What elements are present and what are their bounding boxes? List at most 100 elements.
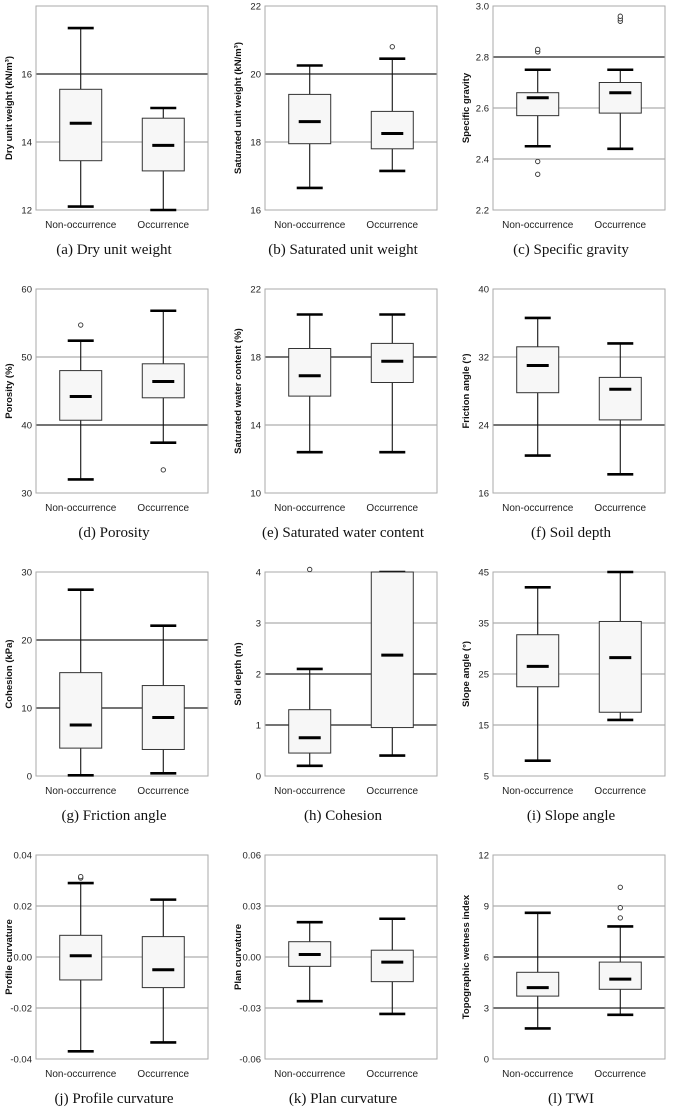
y-tick-label: 2.6 — [476, 104, 489, 115]
outlier-point — [78, 874, 84, 880]
panel-caption: (l) TWI — [548, 1091, 594, 1107]
x-category-label: Occurrence — [594, 503, 646, 514]
box-iqr — [59, 934, 103, 981]
outlier-point — [617, 13, 623, 19]
y-tick-label: 14 — [250, 421, 261, 432]
y-axis-label: Saturated water content (%) — [233, 328, 244, 454]
box-iqr — [59, 672, 103, 749]
plot-frame — [35, 571, 209, 777]
y-axis-label: Specific gravity — [461, 72, 472, 143]
y-tick-label: 0.03 — [243, 902, 262, 913]
x-category-label: Occurrence — [594, 786, 646, 797]
box-iqr — [59, 88, 103, 162]
y-axis-label: Slope angle (°) — [461, 641, 472, 707]
panel-caption: (k) Plan curvature — [288, 1091, 398, 1107]
x-category-label: Non-occurrence — [45, 786, 117, 797]
y-tick-label: 20 — [250, 70, 261, 81]
x-category-label: Non-occurrence — [45, 503, 117, 514]
box-iqr — [370, 571, 414, 729]
x-category-label: Occurrence — [137, 1069, 189, 1080]
y-tick-label: -0.03 — [239, 1004, 261, 1015]
panel-caption: (f) Soil depth — [531, 525, 611, 541]
y-axis-label: Saturated unit weight (kN/m³) — [233, 42, 244, 174]
x-category-label: Occurrence — [594, 1069, 646, 1080]
plot-frame — [264, 571, 438, 777]
panel-caption: (g) Friction angle — [61, 808, 167, 824]
y-tick-label: 15 — [478, 721, 489, 732]
outlier-point — [535, 46, 541, 52]
box-iqr — [370, 110, 414, 150]
y-tick-label: 5 — [484, 772, 489, 783]
plot-frame — [35, 854, 209, 1060]
y-axis-label: Plan curvature — [233, 924, 244, 990]
panel-caption: (h) Cohesion — [304, 808, 382, 824]
box-iqr — [516, 634, 560, 688]
y-tick-label: -0.04 — [10, 1055, 32, 1066]
y-tick-label: 24 — [478, 421, 489, 432]
box-iqr — [516, 92, 560, 117]
plot-frame — [492, 5, 666, 211]
y-tick-label: -0.06 — [239, 1055, 261, 1066]
y-tick-label: 45 — [478, 568, 489, 579]
x-category-label: Occurrence — [366, 503, 418, 514]
x-category-label: Occurrence — [137, 786, 189, 797]
y-tick-label: 0.04 — [14, 851, 33, 862]
panel-caption: (c) Specific gravity — [513, 242, 629, 258]
y-tick-label: 10 — [21, 704, 32, 715]
y-axis-label: Profile curvature — [4, 919, 15, 995]
y-tick-label: 10 — [250, 489, 261, 500]
panel-caption: (d) Porosity — [78, 525, 150, 541]
y-tick-label: 12 — [478, 851, 489, 862]
x-category-label: Occurrence — [137, 503, 189, 514]
box-iqr — [516, 346, 560, 394]
y-tick-label: 2.4 — [476, 155, 489, 166]
y-axis-label: Topographic wetness index — [461, 894, 472, 1019]
y-tick-label: 2 — [256, 670, 261, 681]
y-tick-label: 40 — [478, 285, 489, 296]
x-category-label: Non-occurrence — [502, 503, 574, 514]
box-iqr — [288, 709, 332, 754]
y-tick-label: 22 — [250, 2, 261, 13]
box-iqr — [288, 93, 332, 145]
box-iqr — [288, 348, 332, 397]
y-tick-label: 9 — [484, 902, 489, 913]
x-category-label: Occurrence — [366, 220, 418, 231]
plot-frame — [35, 5, 209, 211]
plot-frame — [264, 288, 438, 494]
box-iqr — [141, 936, 185, 989]
x-category-label: Occurrence — [366, 786, 418, 797]
x-category-label: Non-occurrence — [502, 220, 574, 231]
y-tick-label: 12 — [21, 206, 32, 217]
y-tick-label: 0.02 — [14, 902, 33, 913]
x-category-label: Occurrence — [366, 1069, 418, 1080]
y-tick-label: 60 — [21, 285, 32, 296]
y-tick-label: 50 — [21, 353, 32, 364]
x-category-label: Non-occurrence — [502, 786, 574, 797]
y-tick-label: 0.06 — [243, 851, 262, 862]
y-tick-label: -0.02 — [10, 1004, 32, 1015]
y-tick-label: 1 — [256, 721, 261, 732]
outlier-point — [389, 44, 395, 50]
x-category-label: Occurrence — [594, 220, 646, 231]
y-tick-label: 16 — [478, 489, 489, 500]
panel-caption: (j) Profile curvature — [54, 1091, 174, 1107]
y-tick-label: 0.00 — [14, 953, 33, 964]
